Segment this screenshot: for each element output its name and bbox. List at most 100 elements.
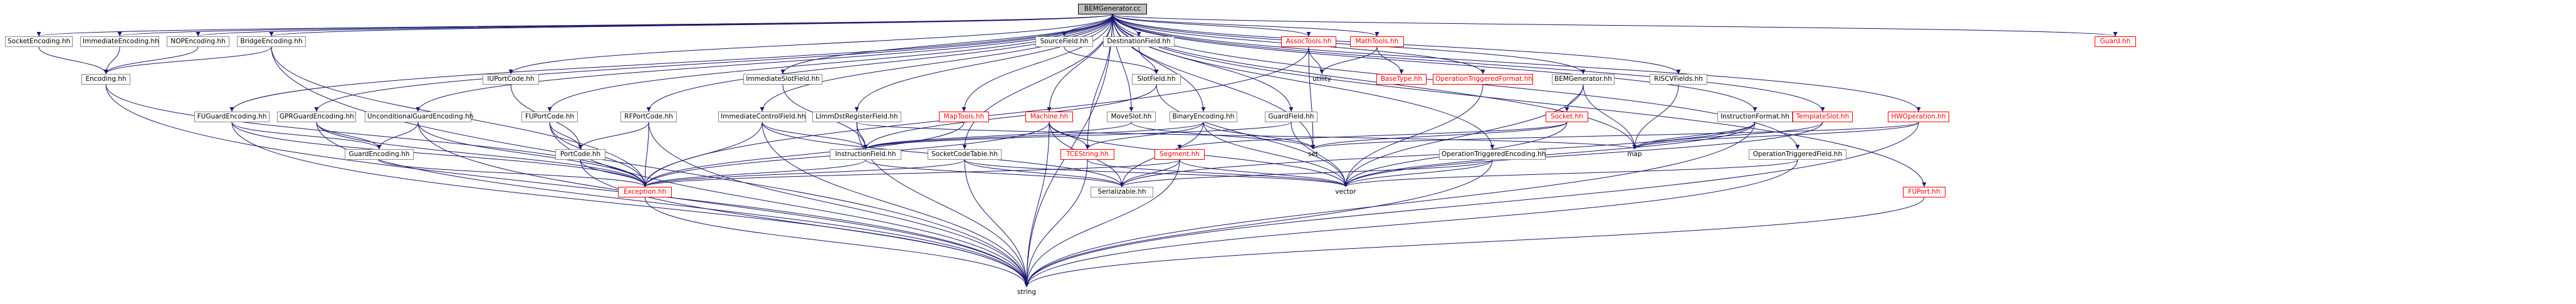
node-destinationfield-hh[interactable]: DestinationField.hh: [1103, 36, 1175, 47]
node-iuportcode-hh[interactable]: IUPortCode.hh: [483, 74, 539, 85]
node-bemgenerator-cc[interactable]: BEMGenerator.cc: [1078, 4, 1147, 14]
node-guardencoding-hh[interactable]: GuardEncoding.hh: [345, 149, 414, 160]
edge-guardfield-hh-to-instructionfield-hh: [863, 122, 1292, 150]
edge-socketcodetable-hh-to-vector: [964, 159, 1348, 187]
edge-bridgeencoding-hh-to-string: [271, 46, 1029, 288]
node-fuguardencoding-hh[interactable]: FUGuardEncoding.hh: [194, 112, 270, 122]
node-unconditionalguardencoding-hh[interactable]: UnconditionalGuardEncoding.hh: [365, 112, 473, 122]
edge-operationtriggeredencoding-hh-to-serializable-hh: [1119, 159, 1493, 187]
node-tcestring-hh[interactable]: TCEString.hh: [1060, 149, 1114, 160]
node-nopencoding-hh[interactable]: NOPEncoding.hh: [167, 36, 229, 47]
node-operationtriggeredfield-hh[interactable]: OperationTriggeredField.hh: [1749, 149, 1846, 160]
node-guardfield-hh[interactable]: GuardField.hh: [1265, 112, 1317, 122]
edge-instructionformat-hh-to-map: [1632, 122, 1756, 150]
node-limmdstregisterfield-hh[interactable]: LImmDstRegisterField.hh: [812, 112, 901, 122]
edge-operationtriggeredfield-hh-to-string: [1024, 159, 1798, 288]
edge-machine-hh-to-string: [1024, 122, 1050, 288]
edge-operationtriggeredfield-hh-to-vector: [1343, 159, 1798, 187]
edge-encoding-hh-to-exception-hh: [105, 84, 647, 187]
edge-encoding-hh-to-string: [105, 84, 1029, 288]
node-immediateslotfield-hh[interactable]: ImmediateSlotField.hh: [743, 74, 822, 85]
edge-bemgenerator-cc-to-limmdstregisterfield-hh: [854, 14, 1113, 112]
edge-bemgenerator-cc-to-hwoperation-hh: [1112, 14, 1921, 112]
node-immediateencoding-hh[interactable]: ImmediateEncoding.hh: [80, 36, 159, 47]
edge-rfportcode-hh-to-exception-hh: [642, 122, 649, 187]
node-rfportcode-hh[interactable]: RFPortCode.hh: [620, 112, 677, 122]
edge-templateslot-hh-to-map: [1632, 122, 1823, 150]
edge-mathtools-hh-to-basetype-hh: [1376, 46, 1404, 75]
node-fuportcode-hh[interactable]: FUPortCode.hh: [521, 112, 578, 122]
edge-gprguardencoding-hh-to-exception-hh: [316, 122, 647, 187]
node-machine-hh[interactable]: Machine.hh: [1025, 112, 1073, 122]
node-basetype-hh[interactable]: BaseType.hh: [1376, 74, 1427, 85]
edge-assoctools-hh-to-utility: [1308, 46, 1324, 75]
node-maptools-hh[interactable]: MapTools.hh: [939, 112, 989, 122]
node-exception-hh[interactable]: Exception.hh: [618, 187, 672, 197]
node-socketencoding-hh[interactable]: SocketEncoding.hh: [5, 36, 73, 47]
node-string: string: [1017, 288, 1037, 296]
edge-socketencoding-hh-to-encoding-hh: [38, 46, 108, 75]
node-instructionformat-hh[interactable]: InstructionFormat.hh: [1717, 112, 1793, 122]
node-immediatecontrolfield-hh[interactable]: ImmediateControlField.hh: [718, 112, 806, 122]
node-serializable-hh[interactable]: Serializable.hh: [1091, 187, 1153, 197]
edge-bemgenerator-cc-to-bemgenerator-hh: [1112, 14, 1586, 75]
edge-fuportcode-hh-to-string: [549, 122, 1029, 288]
edge-sourcefield-hh-to-slotfield-hh: [1064, 46, 1159, 75]
node-portcode-hh[interactable]: PortCode.hh: [555, 149, 605, 160]
edge-destinationfield-hh-to-slotfield-hh: [1138, 46, 1159, 75]
node-guard-hh[interactable]: Guard.hh: [2095, 36, 2136, 47]
edge-operationtriggeredformat-hh-to-vector: [1343, 84, 1484, 187]
edge-segment-hh-to-exception-hh: [642, 159, 1180, 187]
edge-moveslot-hh-to-instructionfield-hh: [863, 122, 1132, 150]
edge-riscvfields-hh-to-map: [1632, 84, 1679, 150]
node-sourcefield-hh[interactable]: SourceField.hh: [1035, 36, 1093, 47]
edge-bemgenerator-cc-to-tcestring-hh: [1085, 14, 1113, 150]
node-instructionfield-hh[interactable]: InstructionField.hh: [830, 149, 901, 160]
edge-bemgenerator-hh-to-vector: [1343, 84, 1584, 187]
node-moveslot-hh[interactable]: MoveSlot.hh: [1107, 112, 1156, 122]
edge-rfportcode-hh-to-portcode-hh: [578, 122, 649, 150]
edge-bemgenerator-cc-to-machine-hh: [1047, 14, 1113, 112]
edge-fuguardencoding-hh-to-guardencoding-hh: [231, 122, 382, 150]
edge-templateslot-hh-to-vector: [1343, 122, 1823, 187]
node-mathtools-hh[interactable]: MathTools.hh: [1350, 36, 1404, 47]
node-set: set: [1307, 150, 1319, 158]
edge-maptools-hh-to-exception-hh: [642, 122, 965, 187]
edge-gprguardencoding-hh-to-guardencoding-hh: [316, 122, 382, 150]
edge-bemgenerator-cc-to-rfportcode-hh: [646, 14, 1113, 112]
node-riscvfields-hh[interactable]: RISCVFields.hh: [1650, 74, 1707, 85]
node-assoctools-hh[interactable]: AssocTools.hh: [1281, 36, 1336, 47]
node-bemgenerator-hh[interactable]: BEMGenerator.hh: [1552, 74, 1615, 85]
edge-socketcodetable-hh-to-serializable-hh: [964, 159, 1124, 187]
node-operationtriggeredencoding-hh[interactable]: OperationTriggeredEncoding.hh: [1439, 149, 1546, 160]
edge-bemgenerator-cc-to-immediateencoding-hh: [118, 14, 1113, 37]
edge-bemgenerator-cc-to-bridgeencoding-hh: [270, 14, 1113, 37]
node-slotfield-hh[interactable]: SlotField.hh: [1132, 74, 1181, 85]
edge-bemgenerator-cc-to-guard-hh: [1112, 14, 2117, 37]
edge-bemgenerator-cc-to-immediateslotfield-hh: [780, 14, 1113, 75]
edge-bemgenerator-cc-to-templateslot-hh: [1112, 14, 1825, 112]
node-segment-hh[interactable]: Segment.hh: [1154, 149, 1205, 160]
node-socketcodetable-hh[interactable]: SocketCodeTable.hh: [928, 149, 1002, 160]
node-encoding-hh[interactable]: Encoding.hh: [81, 74, 130, 85]
edge-instructionfield-hh-to-serializable-hh: [865, 159, 1124, 187]
edge-hwoperation-hh-to-string: [1024, 122, 1919, 288]
edge-nopencoding-hh-to-encoding-hh: [103, 46, 199, 75]
node-bridgeencoding-hh[interactable]: BridgeEncoding.hh: [237, 36, 306, 47]
edge-socketcodetable-hh-to-string: [964, 159, 1029, 288]
edge-gprguardencoding-hh-to-string: [316, 122, 1029, 288]
node-gprguardencoding-hh[interactable]: GPRGuardEncoding.hh: [277, 112, 356, 122]
node-binaryencoding-hh[interactable]: BinaryEncoding.hh: [1170, 112, 1237, 122]
node-operationtriggeredformat-hh[interactable]: OperationTriggeredFormat.hh: [1433, 74, 1533, 85]
node-socket-hh[interactable]: Socket.hh: [1546, 112, 1588, 122]
edge-operationtriggeredencoding-hh-to-string: [1024, 159, 1493, 288]
node-utility: utility: [1312, 75, 1331, 83]
node-templateslot-hh[interactable]: TemplateSlot.hh: [1793, 112, 1853, 122]
edge-guardencoding-hh-to-exception-hh: [379, 159, 647, 187]
edge-fuport-hh-to-string: [1024, 197, 1925, 288]
node-fuport-hh[interactable]: FUPort.hh: [1903, 187, 1945, 197]
edge-bemgenerator-cc-to-mathtools-hh: [1112, 14, 1380, 37]
node-hwoperation-hh[interactable]: HWOperation.hh: [1888, 112, 1949, 122]
edge-socket-hh-to-segment-hh: [1177, 122, 1568, 150]
